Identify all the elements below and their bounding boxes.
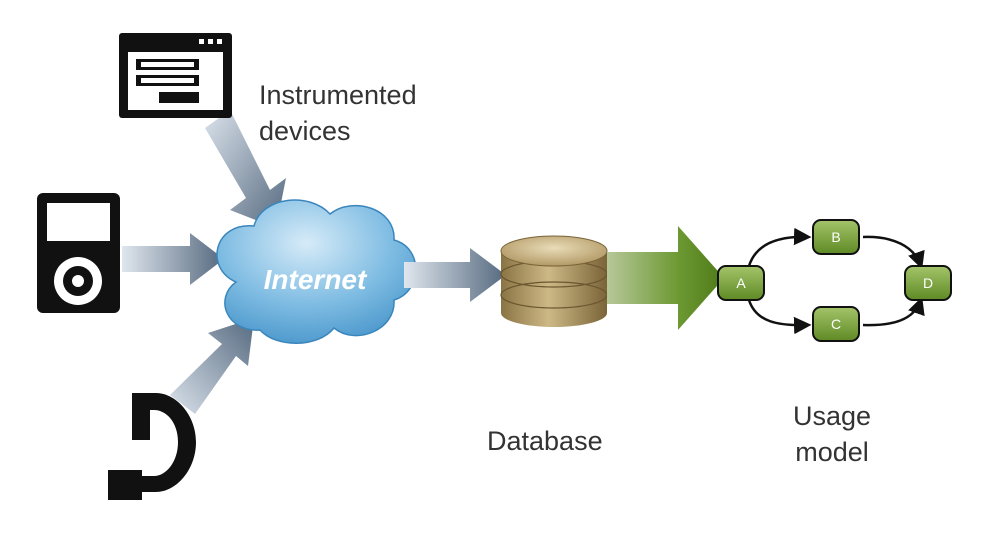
arrow-browser-to-internet: [205, 110, 286, 228]
internet-label: Internet: [263, 264, 367, 295]
node-c: C: [812, 306, 860, 342]
edge-b-d: [862, 235, 925, 270]
node-label-a: A: [736, 275, 746, 291]
browser-window-icon: [119, 33, 232, 118]
database-icon: [500, 235, 608, 327]
node-b: B: [812, 219, 860, 255]
usage-model-edges: [747, 227, 925, 335]
arrow-phone-to-internet: [170, 318, 254, 414]
usage-model-label: Usage model: [772, 398, 892, 470]
devices-label-line-2: devices: [259, 116, 351, 146]
usage-model-label-line-2: model: [795, 437, 869, 467]
node-d: D: [904, 265, 952, 301]
usage-model-label-line-1: Usage: [792, 401, 872, 431]
database-label: Database: [487, 426, 603, 456]
cloud-icon: [216, 199, 417, 344]
node-a: A: [717, 265, 765, 301]
node-label-b: B: [831, 229, 840, 245]
node-label-d: D: [923, 275, 933, 291]
edge-a-b: [747, 227, 812, 267]
devices-label-line-1: Instrumented: [259, 80, 417, 110]
edge-c-d: [862, 296, 925, 327]
arrow-player-to-internet: [122, 233, 224, 285]
devices-label: Instrumented devices: [259, 77, 417, 149]
usage-model-graph: A B C D: [717, 219, 952, 342]
node-label-c: C: [831, 316, 841, 332]
edge-a-c: [747, 299, 812, 335]
arrow-database-to-model: [607, 226, 724, 330]
phone-handset-icon: [108, 393, 196, 500]
arrow-internet-to-database: [404, 248, 506, 302]
music-player-icon: [37, 193, 120, 313]
